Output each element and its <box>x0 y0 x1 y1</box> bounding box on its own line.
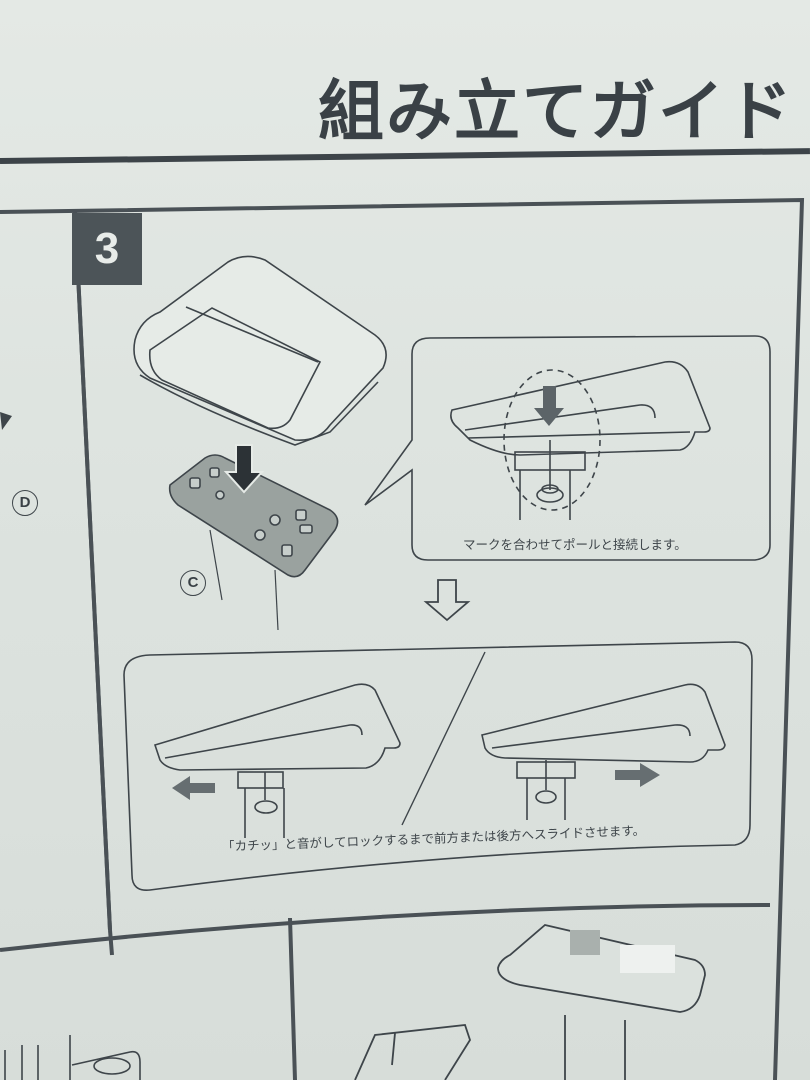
unit-slide-forward <box>481 683 726 820</box>
unit-slide-back <box>153 683 401 838</box>
arrow-left-icon <box>172 776 215 800</box>
lower-panel-divider <box>288 917 297 1080</box>
unit-side-view-callout <box>450 360 711 520</box>
part-label-d: D <box>12 490 38 516</box>
arrow-right-icon <box>615 763 660 787</box>
lower-section-divider <box>0 903 771 952</box>
divider-slash <box>401 651 486 826</box>
slide-instruction-box <box>123 641 753 892</box>
bottom-left-illustration <box>4 1035 141 1080</box>
step-frame <box>0 197 805 1080</box>
arrow-down-outline-icon <box>423 579 471 622</box>
display-unit-top-view <box>133 255 387 446</box>
mounting-plate <box>168 454 339 631</box>
callout-box <box>364 335 771 561</box>
step-number-badge: 3 <box>72 213 142 285</box>
left-panel-border <box>73 211 112 931</box>
left-panel-arrow-icon <box>0 412 12 430</box>
assembled-scale-illustration <box>354 924 706 1080</box>
arrow-down-callout-icon <box>534 386 564 426</box>
caption-align-mark: マークを合わせてポールと接続します。 <box>463 537 687 552</box>
page-title: 組み立てガイド <box>318 73 794 150</box>
arrow-down-solid-icon <box>223 444 265 494</box>
part-label-c: C <box>180 570 206 596</box>
